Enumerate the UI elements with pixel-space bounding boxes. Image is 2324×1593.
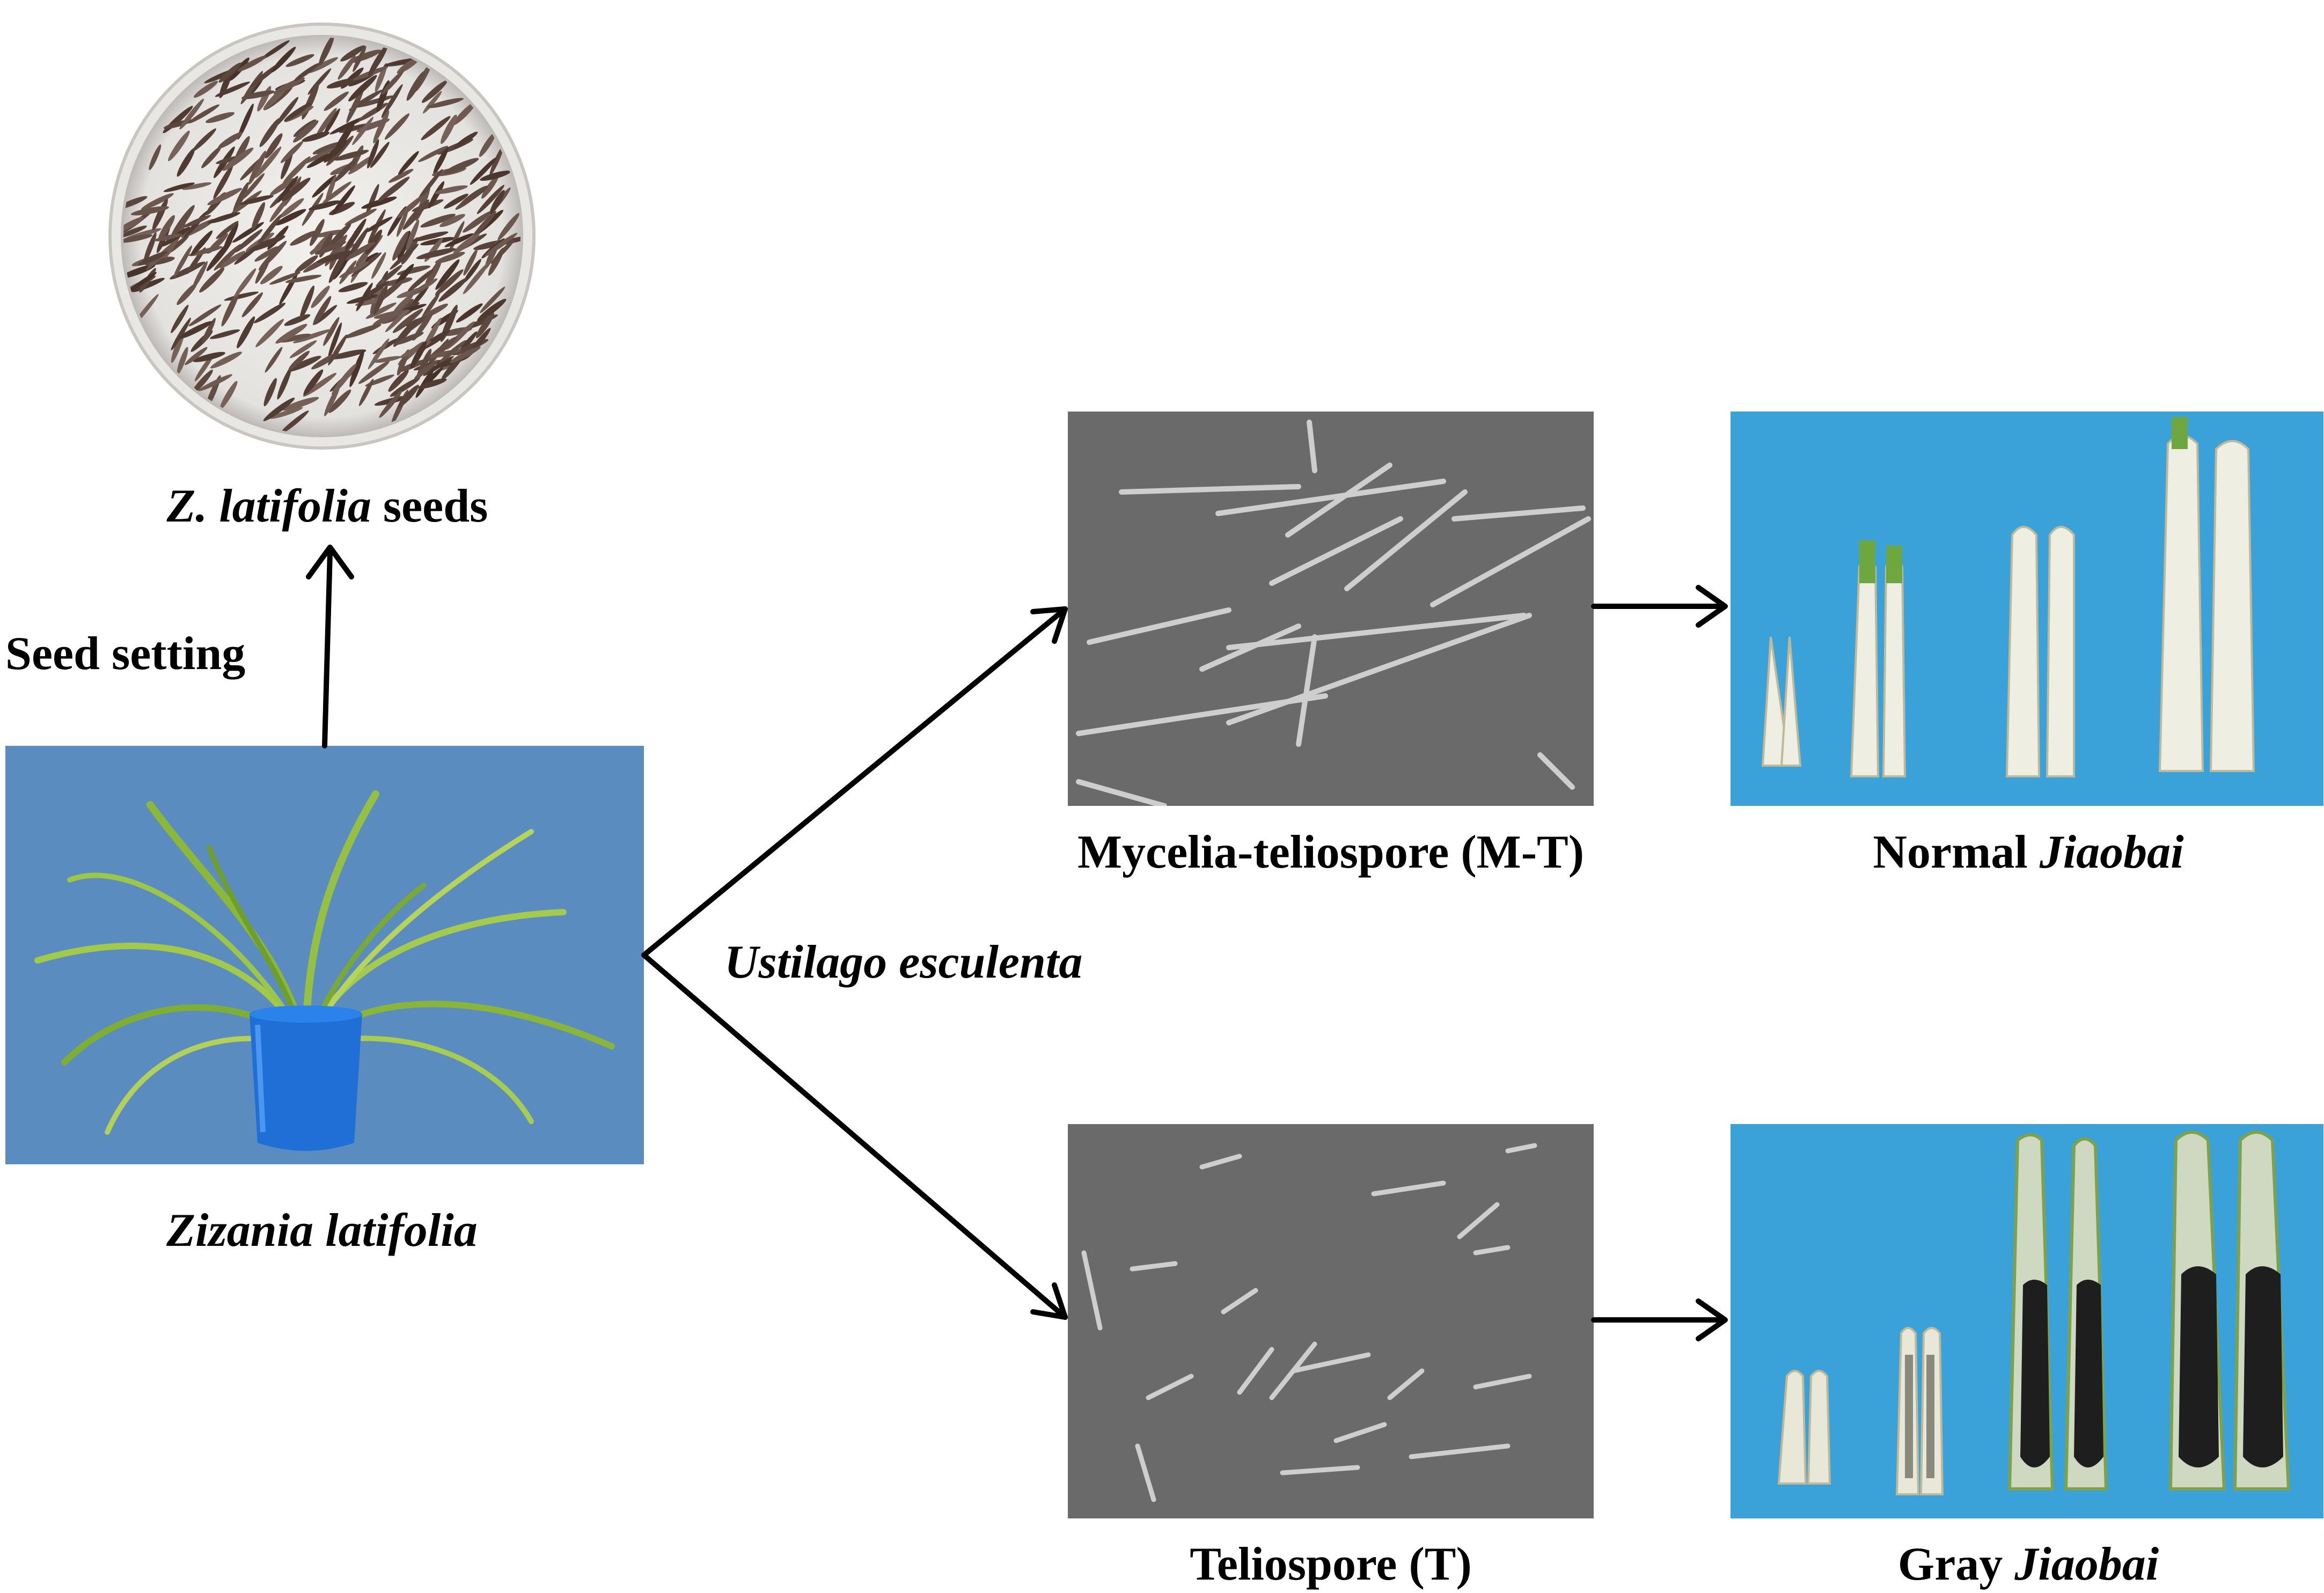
normal-jiaobai-image bbox=[1731, 412, 2323, 806]
arrow-to-t bbox=[641, 952, 1068, 1320]
zizania-plant-image bbox=[5, 746, 644, 1164]
seeds-dish-image bbox=[97, 21, 547, 451]
t-caption: Teliospore (T) bbox=[1190, 1538, 1472, 1590]
gray-jiaobai-caption: Gray Jiaobai bbox=[1897, 1538, 2159, 1590]
fungus-label: Ustilago esculenta bbox=[724, 936, 1083, 988]
seeds-caption: Z. latifolia seeds bbox=[166, 480, 488, 532]
mt-caption: Mycelia-teliospore (M-T) bbox=[1077, 826, 1585, 878]
gray-jiaobai-image bbox=[1731, 1124, 2323, 1518]
arrow-seed-setting bbox=[322, 550, 333, 748]
arrow-to-mt bbox=[641, 606, 1068, 958]
mycelia-teliospore-micrograph bbox=[1068, 412, 1594, 806]
normal-jiaobai-caption: Normal Jiaobai bbox=[1873, 826, 2184, 878]
seed-setting-label: Seed setting bbox=[5, 628, 246, 680]
teliospore-micrograph bbox=[1068, 1124, 1594, 1518]
plant-caption: Zizania latifolia bbox=[166, 1205, 478, 1257]
